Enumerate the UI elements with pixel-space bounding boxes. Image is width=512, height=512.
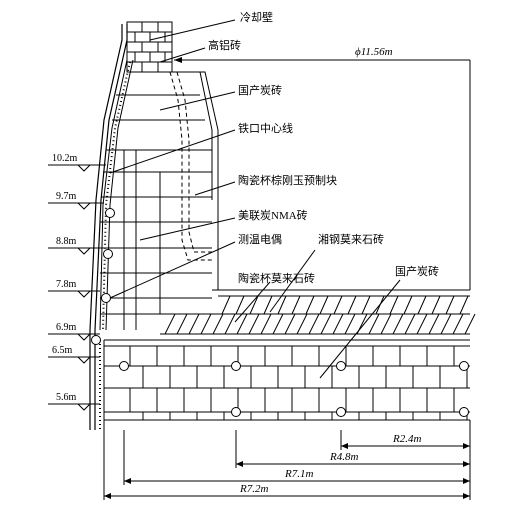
- hatch-line: [308, 313, 320, 335]
- label-us-carbon-nma-brick: 美联炭NMA砖: [238, 208, 308, 222]
- hatch-line: [440, 313, 452, 335]
- hatch-line: [333, 295, 343, 315]
- radius-7-2: R7.2m: [239, 483, 268, 495]
- hatch-line: [332, 313, 344, 335]
- elevation-10-2: 10.2m: [52, 153, 78, 164]
- hatch-line: [188, 313, 200, 335]
- radius-7-1: R7.1m: [284, 468, 313, 480]
- hatch-line: [236, 313, 248, 335]
- label-domestic-carbon-brick-lower: 国产炭砖: [395, 264, 439, 278]
- elevation-9-7: 9.7m: [56, 191, 77, 202]
- elevation-6-9: 6.9m: [56, 322, 77, 333]
- hatch-line: [431, 295, 441, 315]
- hatch-line: [452, 313, 464, 335]
- hatch-line: [296, 313, 308, 335]
- hatch-line: [224, 313, 236, 335]
- elevation-6-5: 6.5m: [52, 345, 73, 356]
- thermocouple-points: [91, 208, 469, 417]
- hatch-line: [344, 313, 356, 335]
- hatch-line: [212, 313, 224, 335]
- hatch-line: [248, 313, 260, 335]
- hatch-line: [263, 295, 273, 315]
- radius-2-4: R2.4m: [392, 433, 421, 445]
- hatch-line: [319, 295, 329, 315]
- label-high-alumina-brick: 高铝砖: [208, 38, 241, 52]
- hatch-line: [416, 313, 428, 335]
- hatch-line: [200, 313, 212, 335]
- hatch-line: [459, 295, 469, 315]
- hatch-line: [404, 313, 416, 335]
- hatch-line: [221, 295, 231, 315]
- hatch-line: [380, 313, 392, 335]
- labels: 冷却壁 高铝砖 国产炭砖 铁口中心线 陶瓷杯棕刚玉预制块 美联炭NMA砖 测温电…: [208, 10, 439, 285]
- hatch-line: [464, 313, 476, 335]
- label-taphole-centerline: 铁口中心线: [238, 121, 293, 135]
- hatch-line: [320, 313, 332, 335]
- rammed-layer: [99, 59, 134, 430]
- radius-4-8: R4.8m: [329, 451, 358, 463]
- hatch-line: [417, 295, 427, 315]
- hatch-line: [164, 313, 176, 335]
- label-domestic-carbon-brick-upper: 国产炭砖: [238, 83, 282, 97]
- hatch-line: [235, 295, 245, 315]
- hatch-line: [361, 295, 371, 315]
- cooling-wall-bricks: [126, 21, 173, 73]
- hatch-line: [428, 313, 440, 335]
- hatch-line: [277, 295, 287, 315]
- leader-lines: [109, 19, 401, 379]
- hatch-line: [389, 295, 399, 315]
- hatch-line: [445, 295, 455, 315]
- elevation-8-8: 8.8m: [56, 236, 77, 247]
- hatch-line: [403, 295, 413, 315]
- label-xianggang-mullite-brick: 湘钢莫来石砖: [318, 232, 384, 246]
- bottom-brick-joints: [129, 346, 468, 420]
- upper-wall-carbon-brick: [100, 71, 219, 330]
- mullite-hatch: [164, 295, 476, 335]
- elevation-markers: 10.2m 9.7m 8.8m 7.8m 6.9m 6.5m 5.6m: [48, 153, 106, 411]
- hatch-line: [272, 313, 284, 335]
- label-thermocouple: 测温电偶: [238, 233, 282, 246]
- radius-dimensions: R2.4m R4.8m R7.1m R7.2m: [103, 420, 471, 500]
- diameter-label: ϕ11.56m: [355, 46, 393, 58]
- elevation-5-6: 5.6m: [56, 392, 77, 403]
- hatch-line: [368, 313, 380, 335]
- label-cooling-wall: 冷却壁: [240, 10, 273, 24]
- label-ceramic-cup-corundum-block: 陶瓷杯棕刚玉预制块: [238, 173, 337, 187]
- hatch-line: [305, 295, 315, 315]
- hatch-line: [260, 313, 272, 335]
- hatch-line: [284, 313, 296, 335]
- hatch-line: [176, 313, 188, 335]
- hatch-line: [392, 313, 404, 335]
- hearth-bottom-layers: [104, 289, 470, 421]
- hatch-line: [249, 295, 259, 315]
- label-ceramic-cup-mullite-brick: 陶瓷杯莫来石砖: [238, 271, 315, 285]
- hatch-line: [347, 295, 357, 315]
- hatch-line: [291, 295, 301, 315]
- diameter-dimension: ϕ11.56m: [174, 46, 471, 290]
- elevation-7-8: 7.8m: [56, 279, 77, 290]
